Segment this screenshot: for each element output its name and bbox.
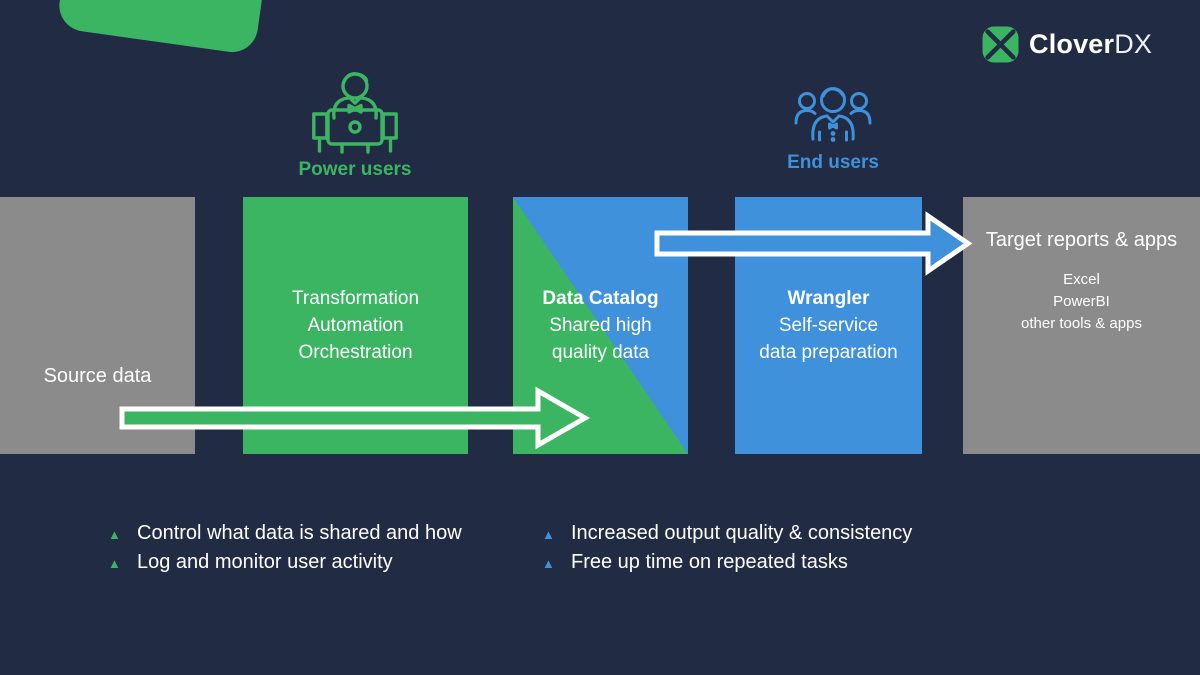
- data-catalog-subtitle-1: Shared high: [549, 315, 652, 336]
- decorative-green-shape: [56, 0, 268, 56]
- power-user-benefits: ▲ Control what data is shared and how ▲ …: [108, 520, 462, 577]
- benefit-text: Increased output quality & consistency: [571, 522, 913, 544]
- data-catalog-box: Data Catalog Shared high quality data: [513, 197, 688, 454]
- cloverdx-logo: CloverDX: [982, 26, 1152, 63]
- end-user-benefits: ▲ Increased output quality & consistency…: [542, 520, 912, 577]
- data-catalog-subtitle-2: quality data: [551, 342, 650, 363]
- transform-line-1: Transformation: [291, 288, 420, 309]
- logo-wordmark: CloverDX: [1029, 29, 1152, 60]
- wrangler-title: Wrangler: [787, 288, 870, 309]
- source-data-label: Source data: [43, 365, 152, 387]
- source-data-box: Source data: [0, 197, 195, 454]
- end-users-label: End users: [787, 152, 879, 173]
- blue-triangle-bullet-icon: ▲: [542, 555, 555, 571]
- transformation-box: Transformation Automation Orchestration: [243, 197, 468, 454]
- benefit-text: Log and monitor user activity: [137, 550, 393, 573]
- power-user-at-laptop-icon: [312, 70, 398, 159]
- target-item-other: other tools & apps: [1021, 315, 1142, 332]
- benefit-item: ▲ Free up time on repeated tasks: [542, 549, 912, 578]
- logo-text-dx: DX: [1114, 29, 1153, 59]
- benefit-text: Free up time on repeated tasks: [571, 550, 848, 573]
- wrangler-subtitle-1: Self-service: [778, 315, 879, 336]
- green-triangle-bullet-icon: ▲: [108, 527, 121, 542]
- clover-leaf-icon: [982, 26, 1019, 63]
- transform-line-2: Automation: [307, 315, 404, 336]
- benefit-item: ▲ Log and monitor user activity: [108, 549, 462, 578]
- target-item-powerbi: PowerBI: [1053, 293, 1110, 310]
- transform-line-3: Orchestration: [298, 342, 413, 363]
- green-triangle-bullet-icon: ▲: [108, 555, 121, 571]
- target-reports-box: Target reports & apps Excel PowerBI othe…: [963, 197, 1200, 454]
- benefit-item: ▲ Increased output quality & consistency: [542, 520, 912, 549]
- benefit-text: Control what data is shared and how: [137, 522, 462, 544]
- target-item-excel: Excel: [1063, 271, 1100, 288]
- end-users-group-icon: [794, 87, 872, 156]
- wrangler-box: Wrangler Self-service data preparation: [735, 197, 922, 454]
- logo-text-clover: Clover: [1029, 29, 1115, 59]
- blue-triangle-bullet-icon: ▲: [542, 527, 555, 542]
- target-title: Target reports & apps: [985, 229, 1178, 251]
- wrangler-subtitle-2: data preparation: [759, 342, 898, 363]
- data-catalog-title: Data Catalog: [542, 288, 659, 309]
- benefit-item: ▲ Control what data is shared and how: [108, 520, 462, 549]
- power-users-label: Power users: [298, 159, 412, 180]
